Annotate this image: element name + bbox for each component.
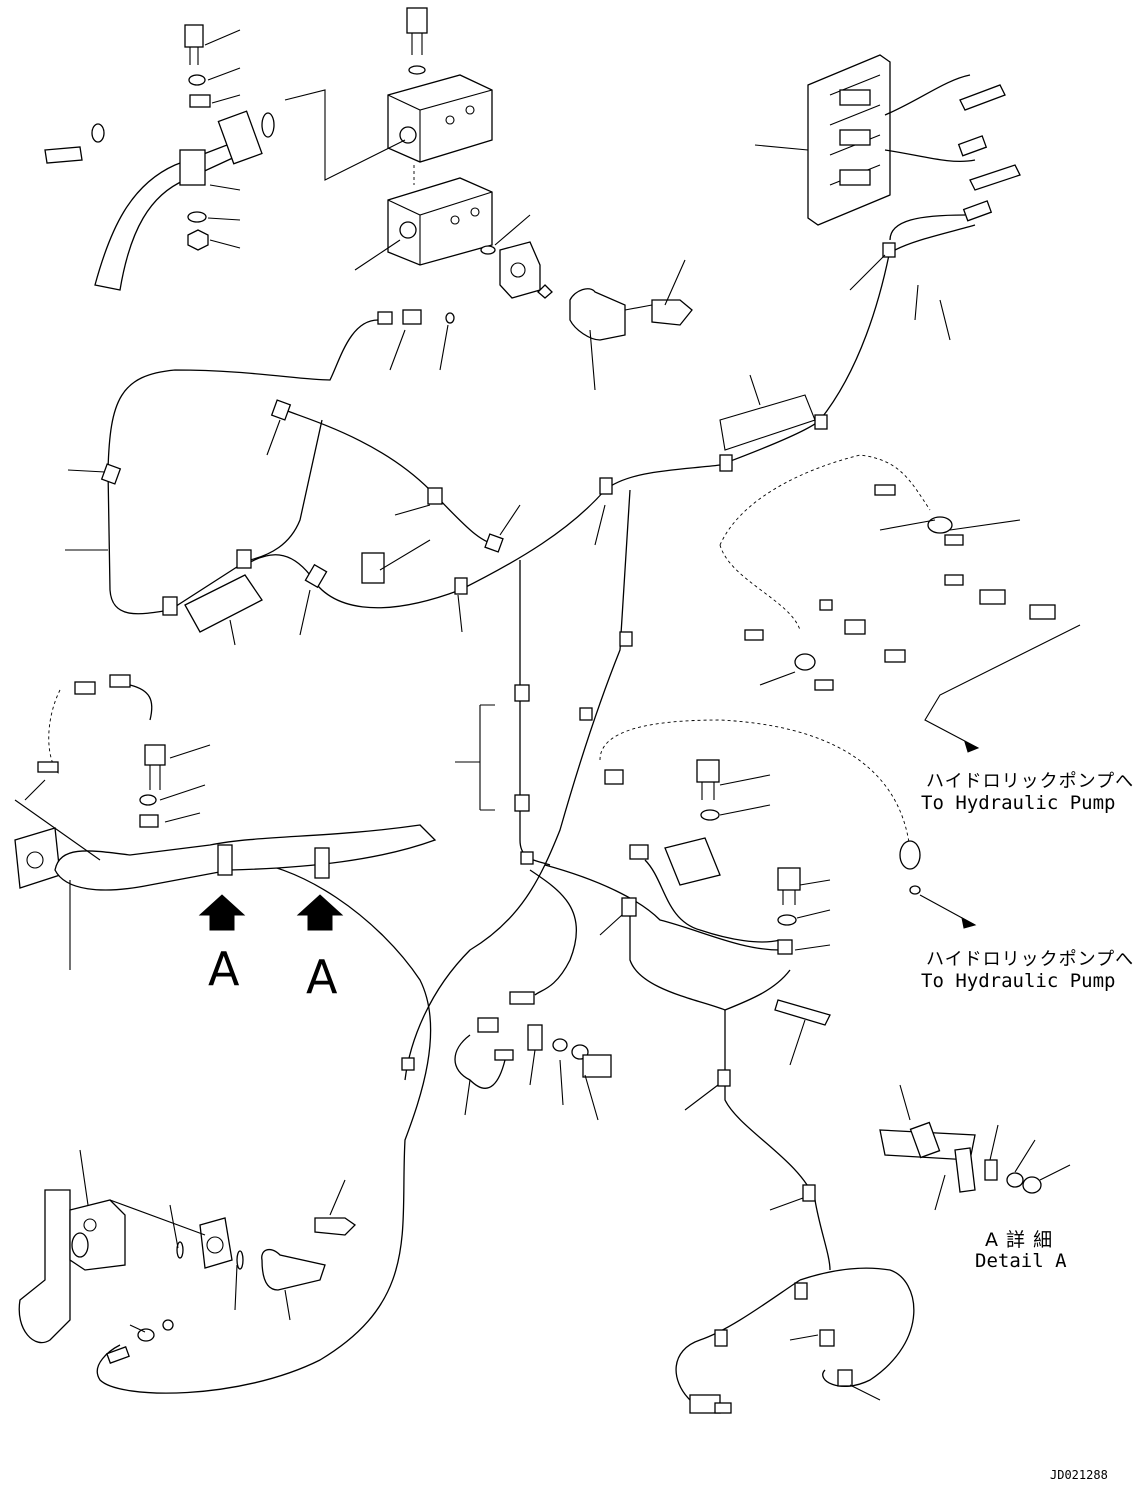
pump-connectors-upper xyxy=(744,484,1081,753)
center-pipe-fitting xyxy=(569,288,693,341)
center-lower-parts xyxy=(604,759,977,1066)
wire-harness xyxy=(48,249,931,1401)
bottom-right-connector xyxy=(689,1394,732,1414)
callout-pump-2-ja: ハイドロリックポンプへ xyxy=(926,949,1135,970)
harness-sleeves xyxy=(184,394,816,811)
left-pipe-assembly xyxy=(14,674,437,970)
callout-pump-1-en: To Hydraulic Pump xyxy=(921,792,1116,814)
top-left-pipe-assembly xyxy=(44,24,275,291)
bottom-left-assembly xyxy=(18,1149,357,1364)
controller-unit xyxy=(754,54,1021,251)
callout-pump-1-ja: ハイドロリックポンプへ xyxy=(926,771,1135,792)
detail-a-parts xyxy=(879,1084,1071,1211)
view-mark-a-left: A xyxy=(208,942,240,996)
lower-sensor-parts xyxy=(464,991,612,1121)
view-mark-a-right: A xyxy=(306,950,338,1004)
detail-a-title-ja: A 詳 細 xyxy=(985,1229,1054,1251)
view-arrows xyxy=(198,894,344,931)
harness-clamps xyxy=(100,241,896,1387)
drawing-code: JD021288 xyxy=(1050,1468,1108,1482)
leader-lines xyxy=(65,254,1021,1401)
valve-blocks xyxy=(284,7,531,271)
callout-pump-2-en: To Hydraulic Pump xyxy=(921,970,1116,992)
detail-a-title-en: Detail A xyxy=(975,1250,1067,1272)
